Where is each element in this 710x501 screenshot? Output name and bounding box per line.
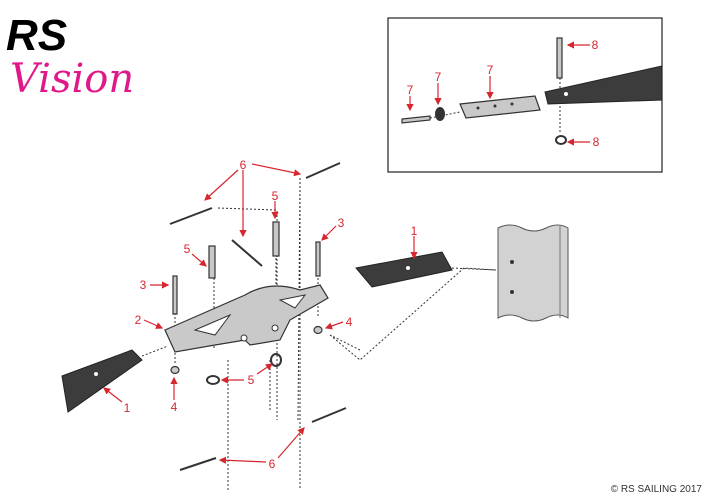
callout-4: 4 [171,400,178,414]
callout-6: 6 [240,158,247,172]
inset-detail: 8 7 7 7 8 [387,17,663,173]
callout-8: 8 [593,135,600,149]
rivet-5 [179,457,217,471]
copyright: © RS SAILING 2017 [611,484,703,495]
callout-7: 7 [407,83,414,97]
pin-left [208,245,216,279]
inset-bar [544,65,663,105]
callout-5: 5 [184,242,191,256]
callout-1: 1 [411,224,418,238]
spreader-bar-left [61,349,143,413]
callout-3: 3 [338,216,345,230]
callout-7: 7 [487,63,494,77]
bolt-right [315,241,321,277]
rs-vision-logo: RS Vision [6,11,134,102]
callout-arrows [103,163,418,464]
callout-4: 4 [346,315,353,329]
nut-left [170,365,180,375]
callout-3: 3 [140,278,147,292]
mast-section [497,224,569,322]
rivet-2 [231,239,263,267]
inset-ring [555,135,567,145]
callout-8: 8 [592,38,599,52]
callout-5: 5 [248,373,255,387]
spreader-bar-right [355,251,453,288]
callout-2: 2 [135,313,142,327]
callout-5: 5 [272,189,279,203]
rivet-3 [305,162,341,179]
callout-1: 1 [124,401,131,415]
inset-screw [401,115,431,124]
rivet-4 [311,407,347,423]
pin-right [272,221,280,257]
nut-right [313,325,323,335]
inset-plate [459,95,541,119]
washer-right [270,353,282,367]
inset-pin [556,37,563,79]
rivet-1 [169,207,213,225]
inset-washer [435,107,445,121]
washer-left [206,375,220,385]
logo-rs-text: RS [6,11,67,60]
logo-vision-text: Vision [10,56,134,102]
callout-7: 7 [435,70,442,84]
callout-6: 6 [269,457,276,471]
bolt-left [172,275,178,315]
